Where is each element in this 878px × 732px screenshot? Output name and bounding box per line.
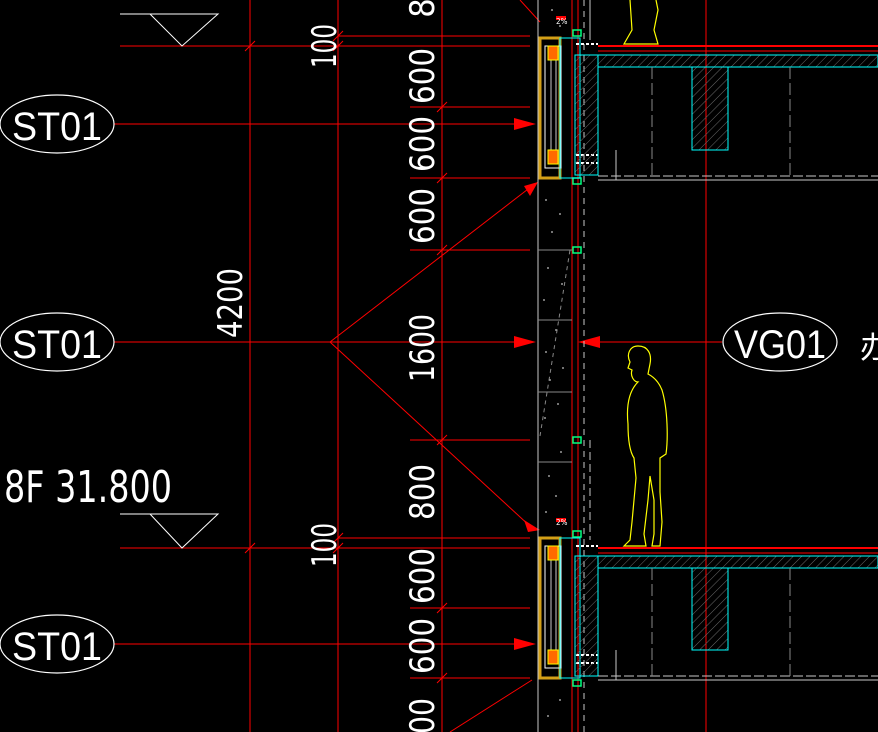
dimension-lines	[120, 0, 707, 732]
tag-st01-mid: ST01	[0, 312, 115, 372]
tag-st01-mid-label: ST01	[12, 323, 102, 367]
dim-600-a: 600	[403, 48, 443, 104]
dim-1600: 1600	[403, 314, 443, 382]
floor-slab-lower	[574, 547, 878, 681]
tag-st01-top-label: ST01	[12, 105, 102, 149]
dimension-text-group: 4200 100 100 8 600 600 600 1600 800 600 …	[211, 0, 443, 732]
human-figure-lower	[622, 345, 668, 547]
tag-st01-bottom-label: ST01	[12, 625, 102, 669]
level-label-lower: 8F 31.800	[4, 462, 172, 513]
tag-st01-bottom: ST01	[0, 614, 115, 674]
level-marker-lower	[120, 513, 220, 549]
dim-100-lower: 100	[305, 523, 345, 567]
dim-bottom-partial: 00	[403, 698, 443, 732]
leader-lines	[114, 0, 722, 732]
dim-overall: 4200	[211, 268, 251, 338]
dim-800: 800	[403, 464, 443, 520]
slope-label-upper: 2%	[556, 17, 568, 26]
level-marker-upper	[120, 13, 220, 47]
slope-label-lower: 2%	[556, 518, 568, 527]
floor-slab-upper	[574, 45, 878, 181]
room-label-partial: 办	[860, 331, 878, 366]
leader-arrowheads	[514, 118, 600, 650]
dim-100-upper: 100	[305, 24, 345, 68]
tag-vg01: VG01	[722, 312, 838, 372]
dim-top-partial: 8	[403, 0, 443, 18]
dim-600-c: 600	[403, 188, 443, 244]
dim-600-d: 600	[403, 548, 443, 604]
dim-600-b: 600	[403, 116, 443, 172]
tag-vg01-label: VG01	[734, 323, 826, 367]
dim-600-e: 600	[403, 618, 443, 674]
human-figure-upper	[622, 0, 659, 45]
tag-st01-top: ST01	[0, 94, 115, 154]
